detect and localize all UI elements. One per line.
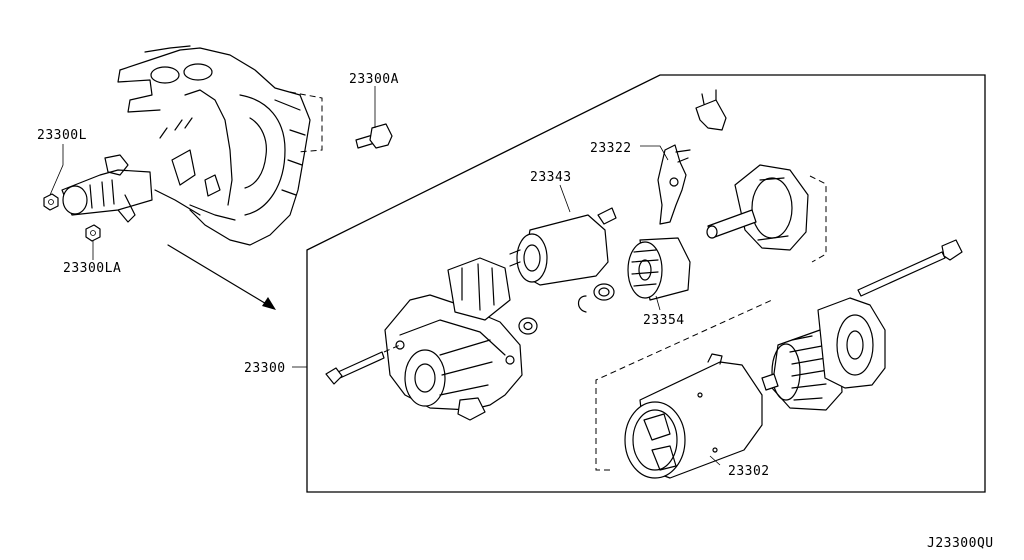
nut-23300la-icon [85,224,101,242]
drive-housing-illustration [384,257,523,421]
engine-block-illustration [117,45,311,246]
label-23300: 23300 [244,361,286,376]
bolt-23300a-icon [355,123,393,149]
yoke-23302-illustration [624,353,763,479]
label-23300la: 23300LA [63,261,121,276]
stop-ring-icon [593,283,615,301]
direction-arrow [167,244,276,310]
label-23302: 23302 [728,464,770,479]
rear-cover-illustration [817,297,886,389]
label-23322: 23322 [590,141,632,156]
pinion-gear-23354-illustration [627,237,691,301]
through-bolt-icon [857,239,963,297]
label-23300l: 23300L [37,128,87,143]
c-clip-icon [577,295,587,313]
starter-on-engine-illustration [61,154,153,223]
solenoid-23343-illustration [509,207,617,286]
exploded-view-frame [306,74,986,493]
leader-lines [49,86,721,466]
bracket-clip-illustration [695,89,727,131]
bushing-icon [518,317,538,335]
gear-housing-illustration [706,164,809,251]
housing-bolt-icon [325,351,385,385]
bolt-dash-guide [383,344,401,353]
label-23354: 23354 [643,313,685,328]
yoke-dash-guide [595,299,773,471]
gear-housing-dash-guide [809,175,827,263]
label-23300a: 23300A [349,72,399,87]
label-23343: 23343 [530,170,572,185]
figure-code: J23300QU [927,536,994,551]
nut-23300l-icon [43,193,59,211]
shift-lever-23322-illustration [657,144,691,225]
